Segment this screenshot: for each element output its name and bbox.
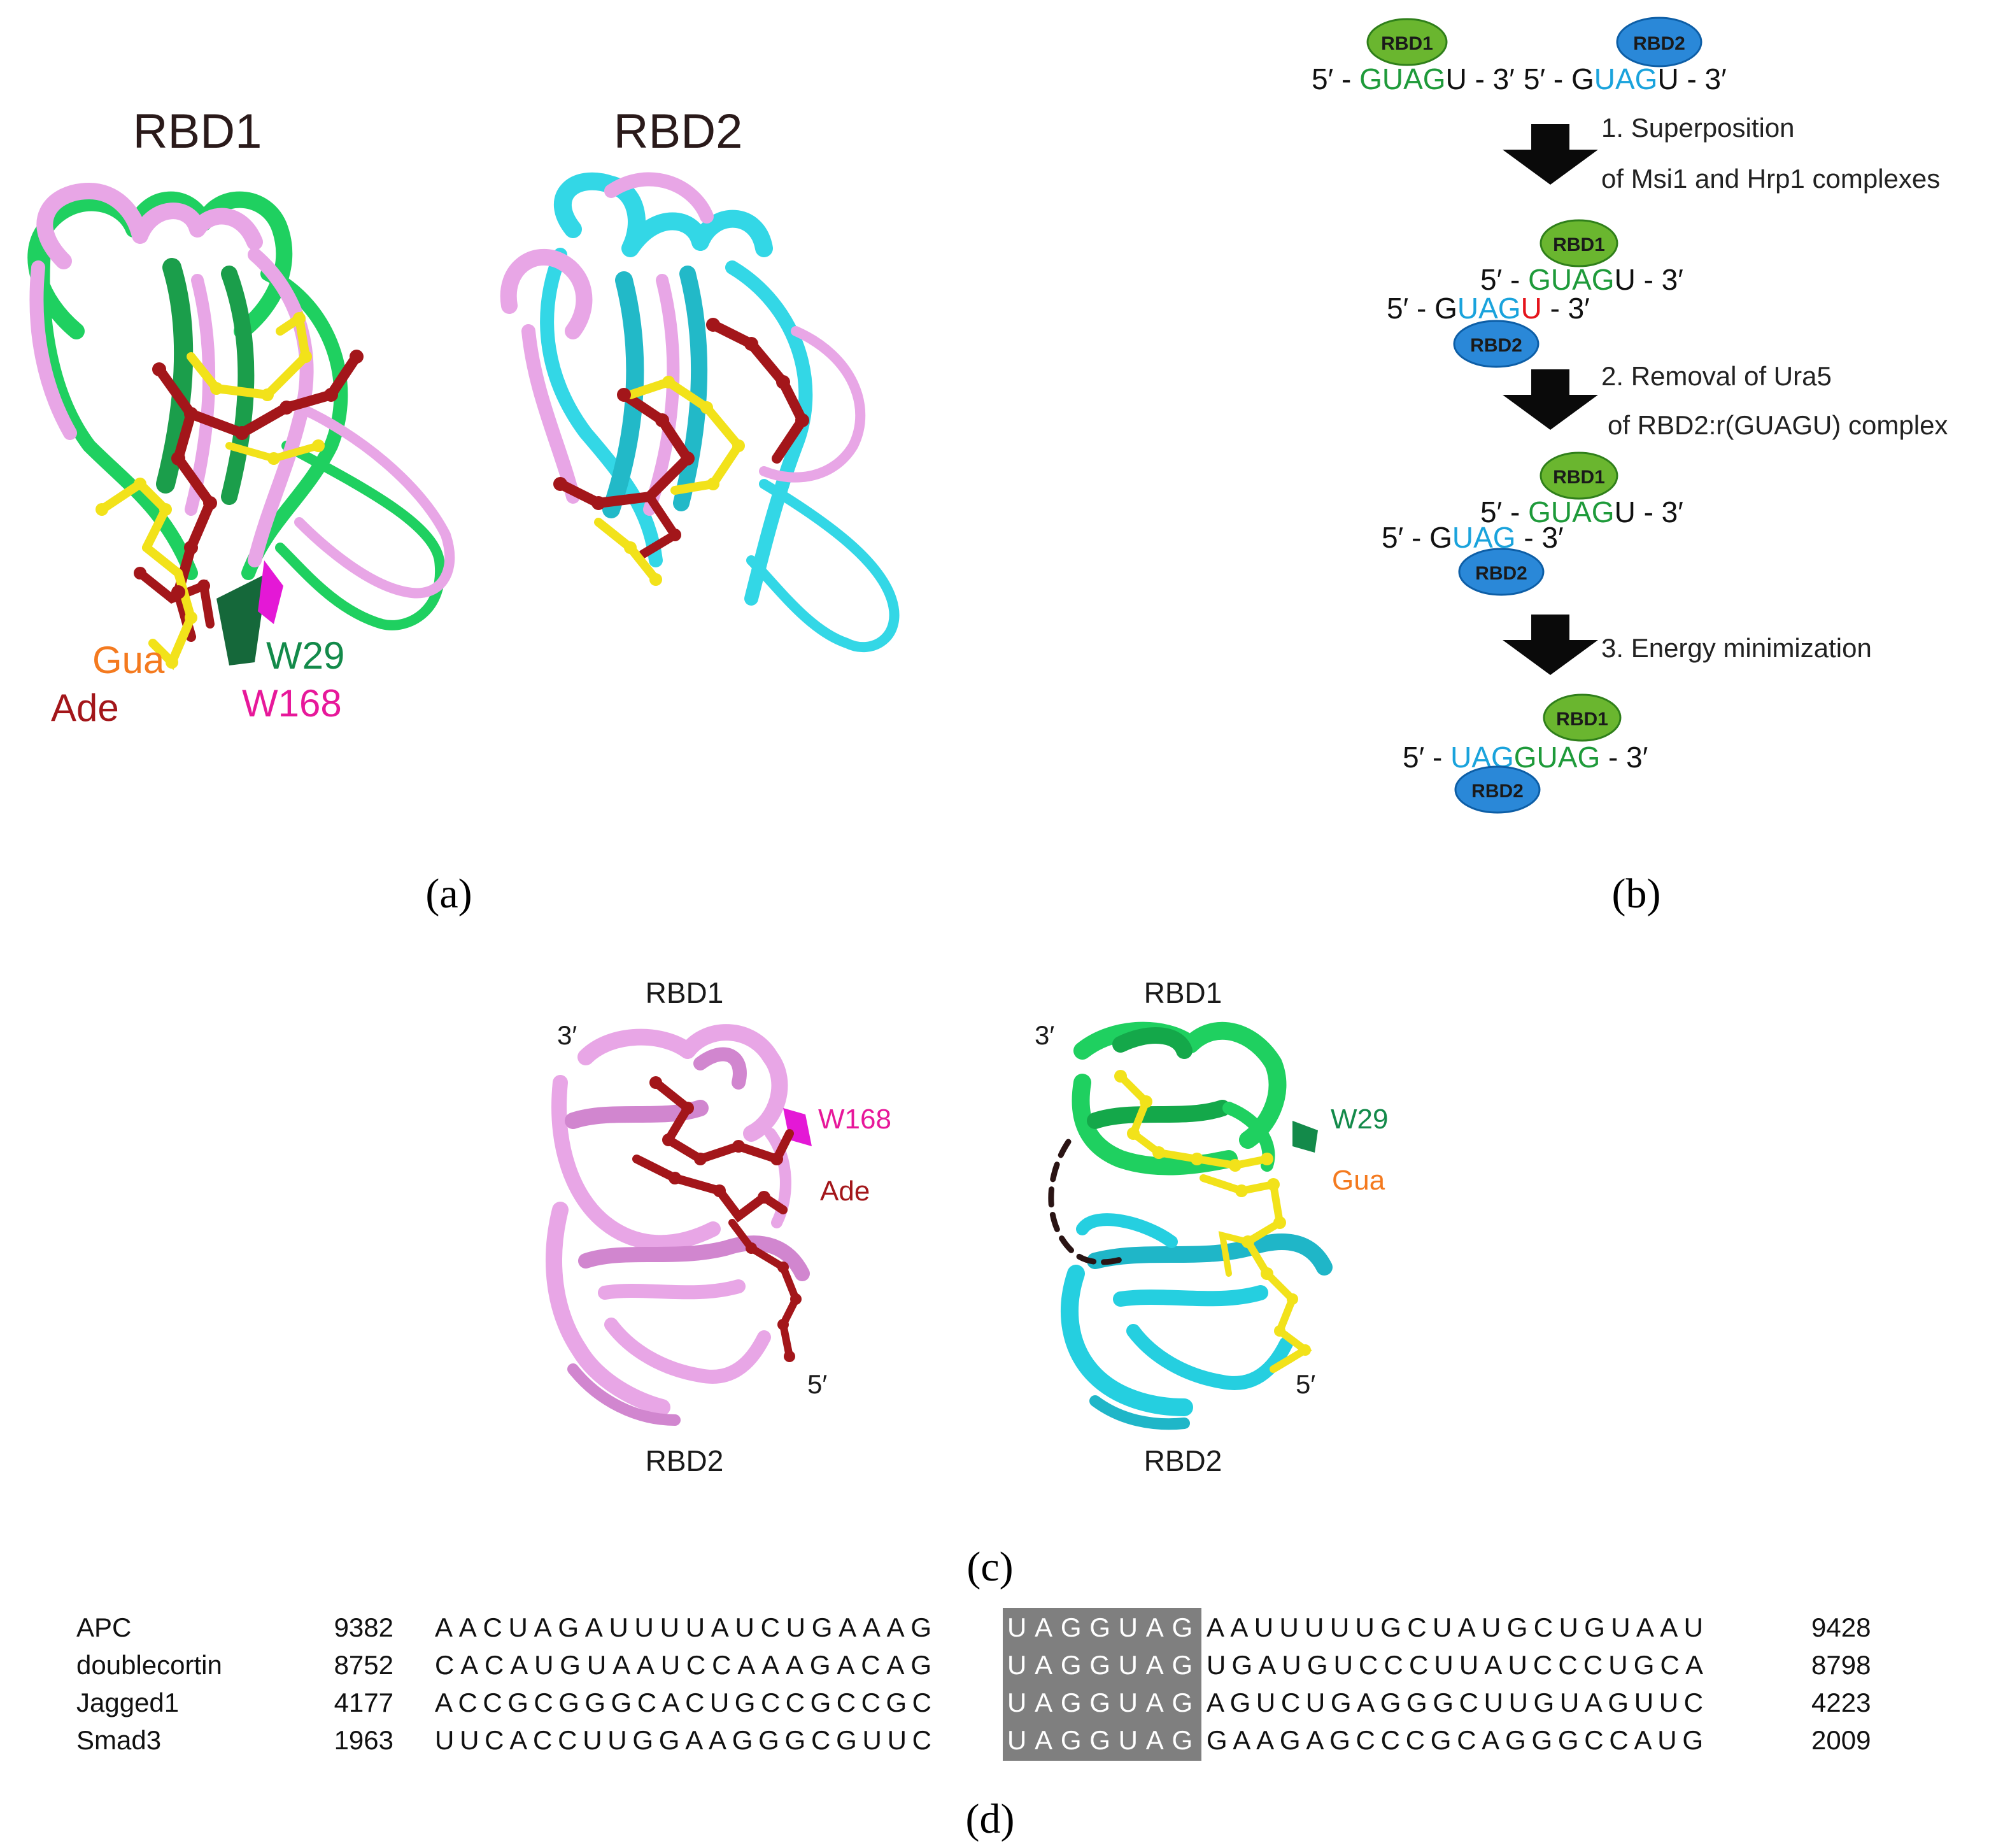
end-position: 8798 <box>1811 1650 1871 1680</box>
rbd1-structure <box>27 183 455 665</box>
sequence-right: AAUUUUUGCUAUGCUGUAAU <box>1207 1612 1703 1642</box>
badge-rbd2-s2-label: RBD2 <box>1470 335 1522 356</box>
seq-top: 5′ - GUAGU - 3′5′ - GUAGU - 3′ <box>1312 62 1727 96</box>
seq-s3-upper: 5′ - GUAGU - 3′ <box>1480 495 1683 529</box>
motif-sequence: UAGGUAG <box>1007 1688 1193 1717</box>
badge-rbd2-final <box>1454 765 1541 814</box>
panel-c-left-rna <box>632 1076 802 1362</box>
badge-rbd1-s3-label: RBD1 <box>1553 467 1605 488</box>
panel-d: APC 9382 AACUAGAUUUUAUCUGAAAG UAGGUAG AAUUUU… <box>76 1608 1871 1842</box>
panel-c-left-3prime: 3′ <box>557 1020 577 1050</box>
sequence-alignment: APC 9382 AACUAGAUUUUAUCUGAAAG UAGGUAG AAUUUU… <box>76 1612 1871 1755</box>
sequence-right: GAAGAGCCCGCAGGGCCAUG <box>1207 1725 1703 1755</box>
panel-a: RBD1 RBD2 <box>27 104 900 917</box>
step3-line1: 3. Energy minimization <box>1601 633 1872 663</box>
step2-line2: of RBD2:r(GUAGU) complex <box>1608 410 1948 440</box>
panel-a-label: (a) <box>425 871 472 917</box>
seq-s2-lower: 5′ - GUAGU - 3′ <box>1387 292 1590 325</box>
sequence-left: AACUAGAUUUUAUCUGAAAG <box>435 1612 931 1642</box>
step2-line1: 2. Removal of Ura5 <box>1601 361 1832 391</box>
panel-b-label: (b) <box>1612 871 1661 917</box>
arrow-step-3 <box>1503 615 1598 675</box>
arrow-step-1 <box>1503 124 1598 185</box>
panel-c-label-ade: Ade <box>820 1176 870 1207</box>
badge-rbd2-final-label: RBD2 <box>1471 781 1524 802</box>
panel-a-label-ade: Ade <box>51 686 119 729</box>
panel-c-right-rna <box>1114 1070 1312 1373</box>
badge-rbd2-top-label: RBD2 <box>1633 33 1685 54</box>
panel-c-left-rbd2: RBD2 <box>646 1444 724 1477</box>
seq-final: 5′ - UAGGUAG - 3′ <box>1403 741 1648 774</box>
panel-c-left-5prime: 5′ <box>807 1369 827 1399</box>
motif-sequence: UAGGUAG <box>1007 1725 1193 1755</box>
panel-c-left-rbd1: RBD1 <box>646 976 724 1009</box>
panel-a-label-w29: W29 <box>266 634 344 677</box>
motif-highlight-box <box>1003 1608 1201 1761</box>
end-position: 9428 <box>1811 1612 1871 1642</box>
seq-s3-lower: 5′ - GUAG - 3′ <box>1382 521 1564 554</box>
alignment-row: Jagged1 4177 ACCGCGGGCACUGCCGCCGC UAGGUAG AG… <box>76 1688 1871 1717</box>
badge-rbd1-s2-label: RBD1 <box>1553 234 1605 255</box>
linker-dashed-line <box>1048 1139 1130 1265</box>
sequence-left: CACAUGUAAUCCAAAGACAG <box>435 1650 931 1680</box>
start-position: 9382 <box>334 1612 393 1642</box>
badge-rbd1-s2 <box>1540 219 1618 267</box>
badge-rbd1-final <box>1543 693 1622 742</box>
gene-name: Jagged1 <box>76 1688 179 1717</box>
panel-c-label: (c) <box>966 1544 1013 1590</box>
alignment-row: APC 9382 AACUAGAUUUUAUCUGAAAG UAGGUAG AAUUUU… <box>76 1612 1871 1642</box>
badge-rbd2-s3-label: RBD2 <box>1475 563 1527 584</box>
rbd1-rna-sticks <box>96 311 364 671</box>
alignment-row: doublecortin 8752 CACAUGUAAUCCAAAGACAG UAGG… <box>76 1650 1871 1680</box>
sequence-left: ACCGCGGGCACUGCCGCCGC <box>435 1688 931 1717</box>
seq-s2-upper: 5′ - GUAGU - 3′ <box>1480 263 1683 296</box>
badge-rbd1-top-label: RBD1 <box>1381 33 1433 54</box>
motif-sequence: UAGGUAG <box>1007 1650 1193 1680</box>
start-position: 1963 <box>334 1725 393 1755</box>
gene-name: doublecortin <box>76 1650 222 1680</box>
arrow-step-2 <box>1503 369 1598 430</box>
panel-c-label-w29: W29 <box>1331 1104 1388 1135</box>
start-position: 4177 <box>334 1688 393 1717</box>
badge-rbd2-s3 <box>1458 548 1545 596</box>
start-position: 8752 <box>334 1650 393 1680</box>
alignment-row: Smad3 1963 UUCACCUUGGAAGGGCGUUC UAGGUAG GAAG… <box>76 1725 1871 1755</box>
step1-line1: 1. Superposition <box>1601 113 1795 143</box>
badge-rbd1-top <box>1366 18 1448 66</box>
gene-name: APC <box>76 1612 131 1642</box>
panel-c-right-3prime: 3′ <box>1035 1020 1054 1050</box>
end-position: 4223 <box>1811 1688 1871 1717</box>
badge-rbd1-s3 <box>1540 451 1618 500</box>
badge-rbd2-top <box>1616 17 1702 68</box>
end-position: 2009 <box>1811 1725 1871 1755</box>
rbd2-rna-sticks <box>553 318 809 586</box>
panel-c-left-structure <box>546 1024 812 1426</box>
panel-b: RBD1 RBD2 5′ - GUAGU - 3′5′ - GUAGU - 3′… <box>1312 17 1948 917</box>
badge-rbd1-final-label: RBD1 <box>1556 709 1608 730</box>
panel-a-title-rbd1: RBD1 <box>133 104 262 159</box>
panel-c-right-rbd2: RBD2 <box>1144 1444 1222 1477</box>
badge-rbd2-s2 <box>1453 320 1540 368</box>
panel-c-label-w168: W168 <box>818 1104 891 1135</box>
sequence-right: UGAUGUCCCUUAUCCCUGCA <box>1207 1650 1703 1680</box>
panel-c: RBD1 RBD2 3′ 5′ <box>546 976 1388 1590</box>
panel-c-label-gua: Gua <box>1332 1165 1385 1196</box>
motif-sequence: UAGGUAG <box>1007 1612 1193 1642</box>
step1-line2: of Msi1 and Hrp1 complexes <box>1601 164 1940 194</box>
sequence-right: AGUCUGAGGGCUUGUAGUUC <box>1207 1688 1703 1717</box>
panel-c-right-rbd1: RBD1 <box>1144 976 1222 1009</box>
panel-a-label-w168: W168 <box>242 682 342 725</box>
panel-d-label: (d) <box>966 1796 1015 1842</box>
rbd2-structure <box>500 172 900 653</box>
panel-a-title-rbd2: RBD2 <box>614 104 743 159</box>
panel-a-label-gua: Gua <box>92 639 165 681</box>
gene-name: Smad3 <box>76 1725 161 1755</box>
panel-c-right-5prime: 5′ <box>1296 1369 1315 1399</box>
sequence-left: UUCACCUUGGAAGGGCGUUC <box>435 1725 931 1755</box>
